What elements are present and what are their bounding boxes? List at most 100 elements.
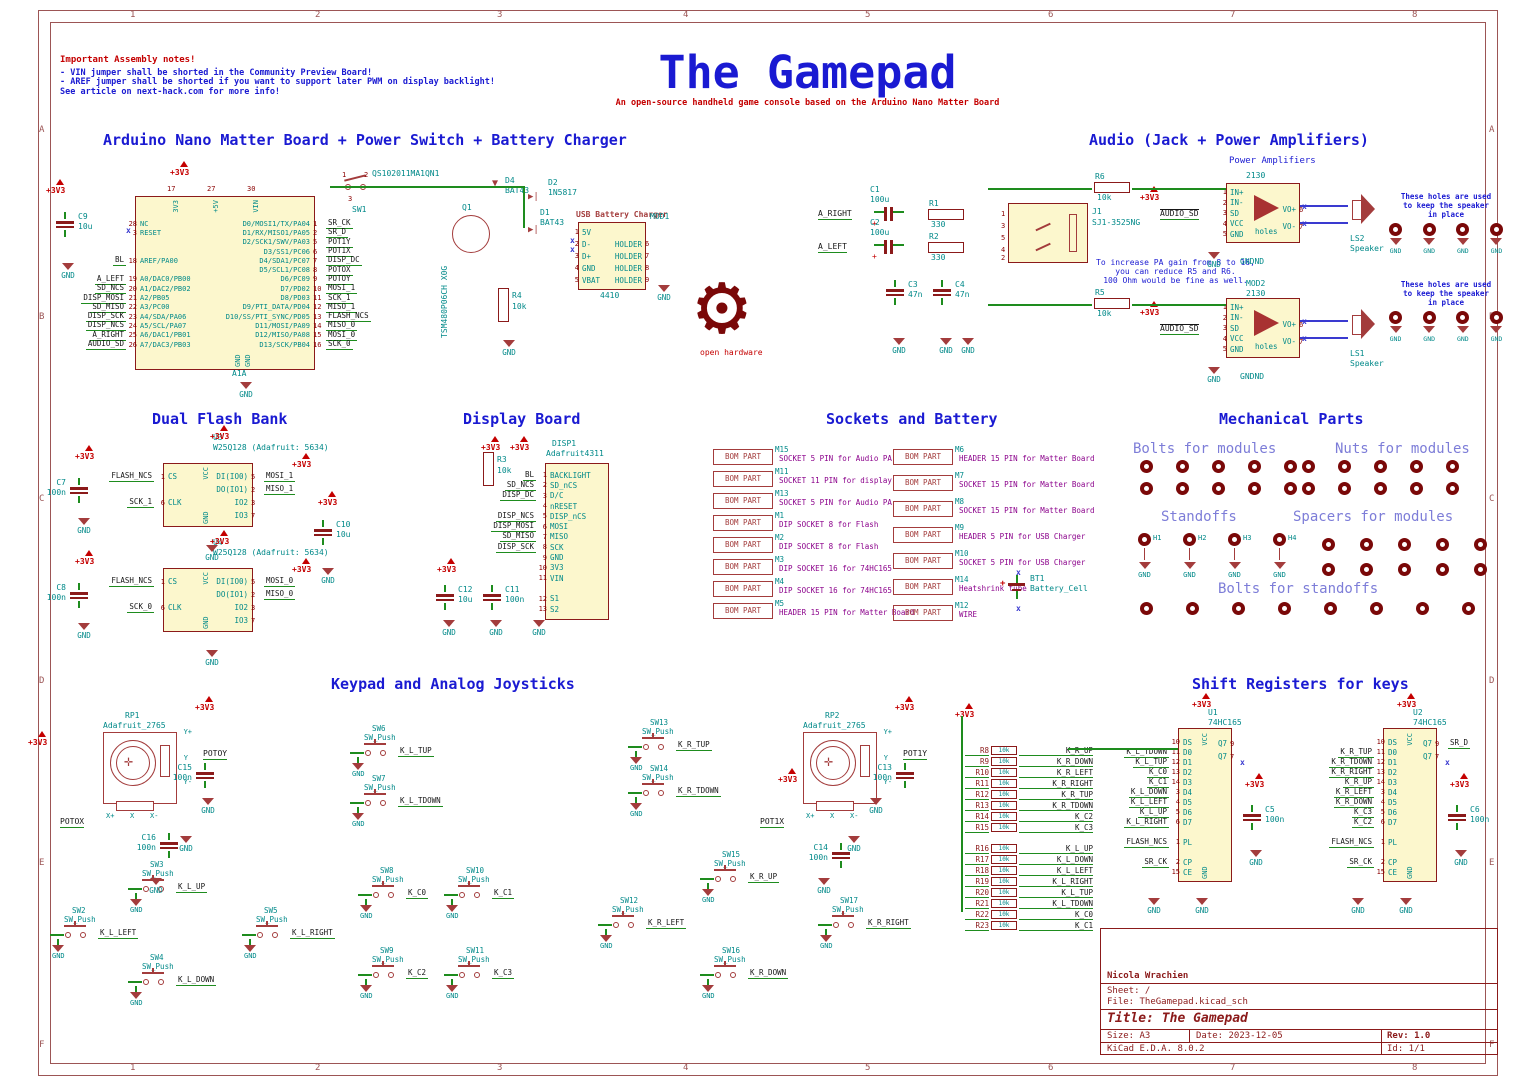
power-3v3-label: +3V3: [895, 696, 915, 712]
pin-name: CP: [1388, 857, 1398, 867]
gnd-label: GND: [239, 390, 253, 399]
switch-type: SW_Push: [64, 915, 96, 924]
pullup-resistor: R20 10k K_L_TUP: [965, 887, 1093, 898]
pin-name: GND: [550, 553, 564, 563]
gnd-icon: [360, 905, 372, 912]
resistor-ref: R4: [512, 291, 522, 300]
pin-name: D11/MOSI/PA09: [255, 321, 310, 330]
net-label: [532, 567, 536, 568]
pin-number: 6: [160, 498, 165, 507]
gnd-symbol: GND: [205, 545, 219, 562]
hole-icon: [1422, 311, 1436, 324]
shift-register-u1: 10 DS K_L_TDOWN 11 D0 K_L_TUP 12 D1 K_C0…: [1124, 728, 1234, 882]
pin-row: 5 GND: [1223, 344, 1254, 355]
amp2-gndnd: GNDND: [1240, 372, 1265, 381]
gnd-icon: [1273, 562, 1286, 569]
net-label: MISO_0: [326, 320, 358, 332]
net-label: DISP_NCS: [495, 510, 536, 522]
net-label: [1243, 743, 1247, 744]
pin-number: 9: [1435, 739, 1440, 748]
pin-name: HOLDER: [614, 251, 642, 261]
pin-row: [1388, 827, 1412, 837]
net-label: K_L_UP: [1019, 844, 1093, 854]
pin-row: DISP_MOSI 21 A2/PB05: [81, 293, 224, 304]
hole-icon: [1140, 482, 1153, 495]
mod1-title: USB Battery Charger: [576, 210, 668, 219]
pin-row: 15 CE: [1377, 867, 1412, 877]
net-label: K_C0: [1019, 910, 1093, 920]
pin-name: D6: [1183, 807, 1193, 817]
pin-name: D9/PTI_DATA/PD04: [242, 303, 310, 312]
pin-row: D3/SS1/PC06 6 POT1X: [218, 246, 353, 258]
gnd-label: GND: [352, 770, 365, 778]
net-label: [532, 557, 536, 558]
pin-row: K_C1 14 D3: [1146, 777, 1207, 788]
net-label-audio-sd: AUDIO_SD: [1160, 324, 1199, 335]
pin-number: 6: [645, 240, 650, 248]
disp1-value: Adafruit4311: [546, 449, 604, 458]
bom-ref: M9: [955, 523, 965, 532]
pin-number: 8: [645, 264, 650, 272]
pin-row: A_LEFT 19 A0/DAC0/PB00: [94, 274, 224, 285]
pin-number: 7: [645, 252, 650, 260]
pin-number: 6: [1175, 818, 1180, 826]
rp1-value: Adafruit_2765: [103, 721, 166, 730]
switch-type: SW_Push: [372, 875, 404, 884]
hole-icon: [1410, 460, 1423, 473]
note-line: you can reduce R5 and R6.: [1115, 267, 1236, 277]
bolts-standoffs-label: Bolts for standoffs: [1218, 581, 1379, 597]
power-switch-sw1: 1 2 3 SW1 QS102011MA1QN1: [330, 158, 439, 214]
switch-type: SW_Push: [256, 915, 288, 924]
bom-ref: M11: [775, 467, 789, 476]
pin-name: D7: [1183, 817, 1193, 827]
pin-number: 5: [542, 512, 547, 521]
pin-number: 26: [128, 340, 137, 349]
gnd-label: GND: [360, 992, 373, 1000]
bom-ref: M12: [955, 601, 969, 610]
gnd-label: GND: [352, 820, 365, 828]
pin-row: HOLDER 9: [610, 274, 649, 286]
pin-name: DS: [1388, 737, 1398, 747]
hole-icon: [1212, 482, 1225, 495]
switch-net-label: K_L_TDOWN: [398, 796, 443, 807]
pin-row: 15 CE: [1172, 867, 1207, 877]
pin-row: K_L_RIGHT 6 D7: [1124, 817, 1207, 828]
net-label: SR_CK: [326, 218, 353, 230]
gnd-label: GND: [1207, 260, 1221, 269]
heading-flash: Dual Flash Bank: [152, 410, 288, 428]
jack-sleeve-icon: [1069, 214, 1077, 252]
pin-name: GND: [1230, 229, 1244, 239]
hole-icon: [1140, 460, 1153, 473]
bom-desc: SOCKET 15 PIN for Matter Board: [959, 480, 1095, 489]
pin-number: 3: [1222, 324, 1227, 333]
hole-icon: [1212, 460, 1225, 473]
bom-desc: SOCKET 11 PIN for display: [779, 476, 892, 485]
gnd-label: GND: [817, 886, 831, 895]
resistor: R1 330: [928, 199, 964, 229]
switch-type: SW_Push: [642, 773, 674, 782]
pin-row: D12/MISO/PA08 15 MOSI_0: [218, 330, 358, 341]
note-line: To increase PA gain from 8 to 16,: [1096, 258, 1255, 267]
pullup-resistor: R15 10k K_C3: [965, 822, 1093, 833]
net-label: K_L_TDOWN: [1019, 899, 1093, 909]
pin-number: 14: [313, 321, 322, 330]
pin-number: 28: [128, 219, 137, 228]
pullup-resistor: R8 10k K_R_UP: [965, 745, 1093, 756]
switch-icon: [128, 968, 174, 985]
pin-number: 12: [313, 303, 322, 312]
gnd-icon: [1196, 898, 1208, 905]
title-block-tool: KiCad E.D.A. 8.0.2: [1107, 1044, 1205, 1054]
frame-row-label: E: [1489, 858, 1495, 868]
pin-name: A0/DAC0/PB00: [140, 275, 191, 284]
switch-type: SW_Push: [142, 869, 174, 878]
gnd-label: GND: [130, 999, 143, 1007]
gnd-symbol: GND: [1195, 898, 1209, 915]
switch-net-label: K_L_LEFT: [98, 928, 139, 939]
rp1-ref: RP1: [125, 711, 140, 720]
pin-row: VO+ 6: [1270, 316, 1303, 333]
pin-name: VO-: [1282, 337, 1296, 346]
pin-name: VCC: [1230, 219, 1244, 229]
